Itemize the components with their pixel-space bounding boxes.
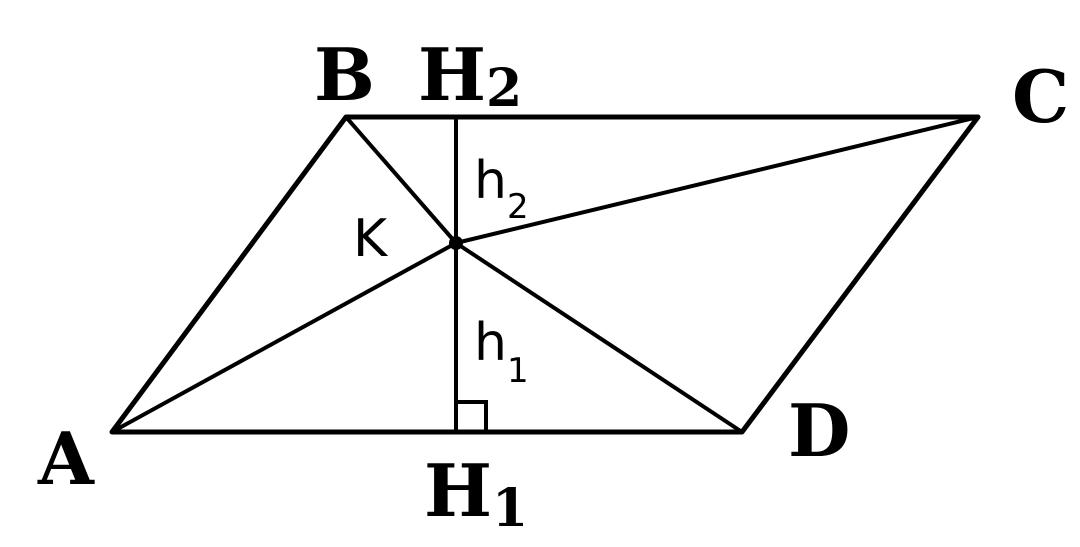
label-k: K (353, 209, 389, 269)
segment-ka (110, 241, 458, 434)
segment-kd (454, 241, 744, 434)
label-a: A (37, 416, 95, 501)
label-h2-height: h2 (474, 151, 529, 227)
label-h1: H1 (424, 448, 528, 539)
segment-kb (344, 115, 458, 245)
label-d: D (788, 388, 850, 473)
segment-kc (454, 115, 980, 245)
label-h2: H2 (418, 32, 522, 119)
point-k (449, 236, 463, 250)
label-c: C (1012, 54, 1069, 139)
label-h1-height: h1 (474, 313, 529, 391)
label-b: B (314, 32, 375, 117)
parallelogram-abcd (109, 114, 981, 435)
right-angle-marker (454, 400, 488, 434)
